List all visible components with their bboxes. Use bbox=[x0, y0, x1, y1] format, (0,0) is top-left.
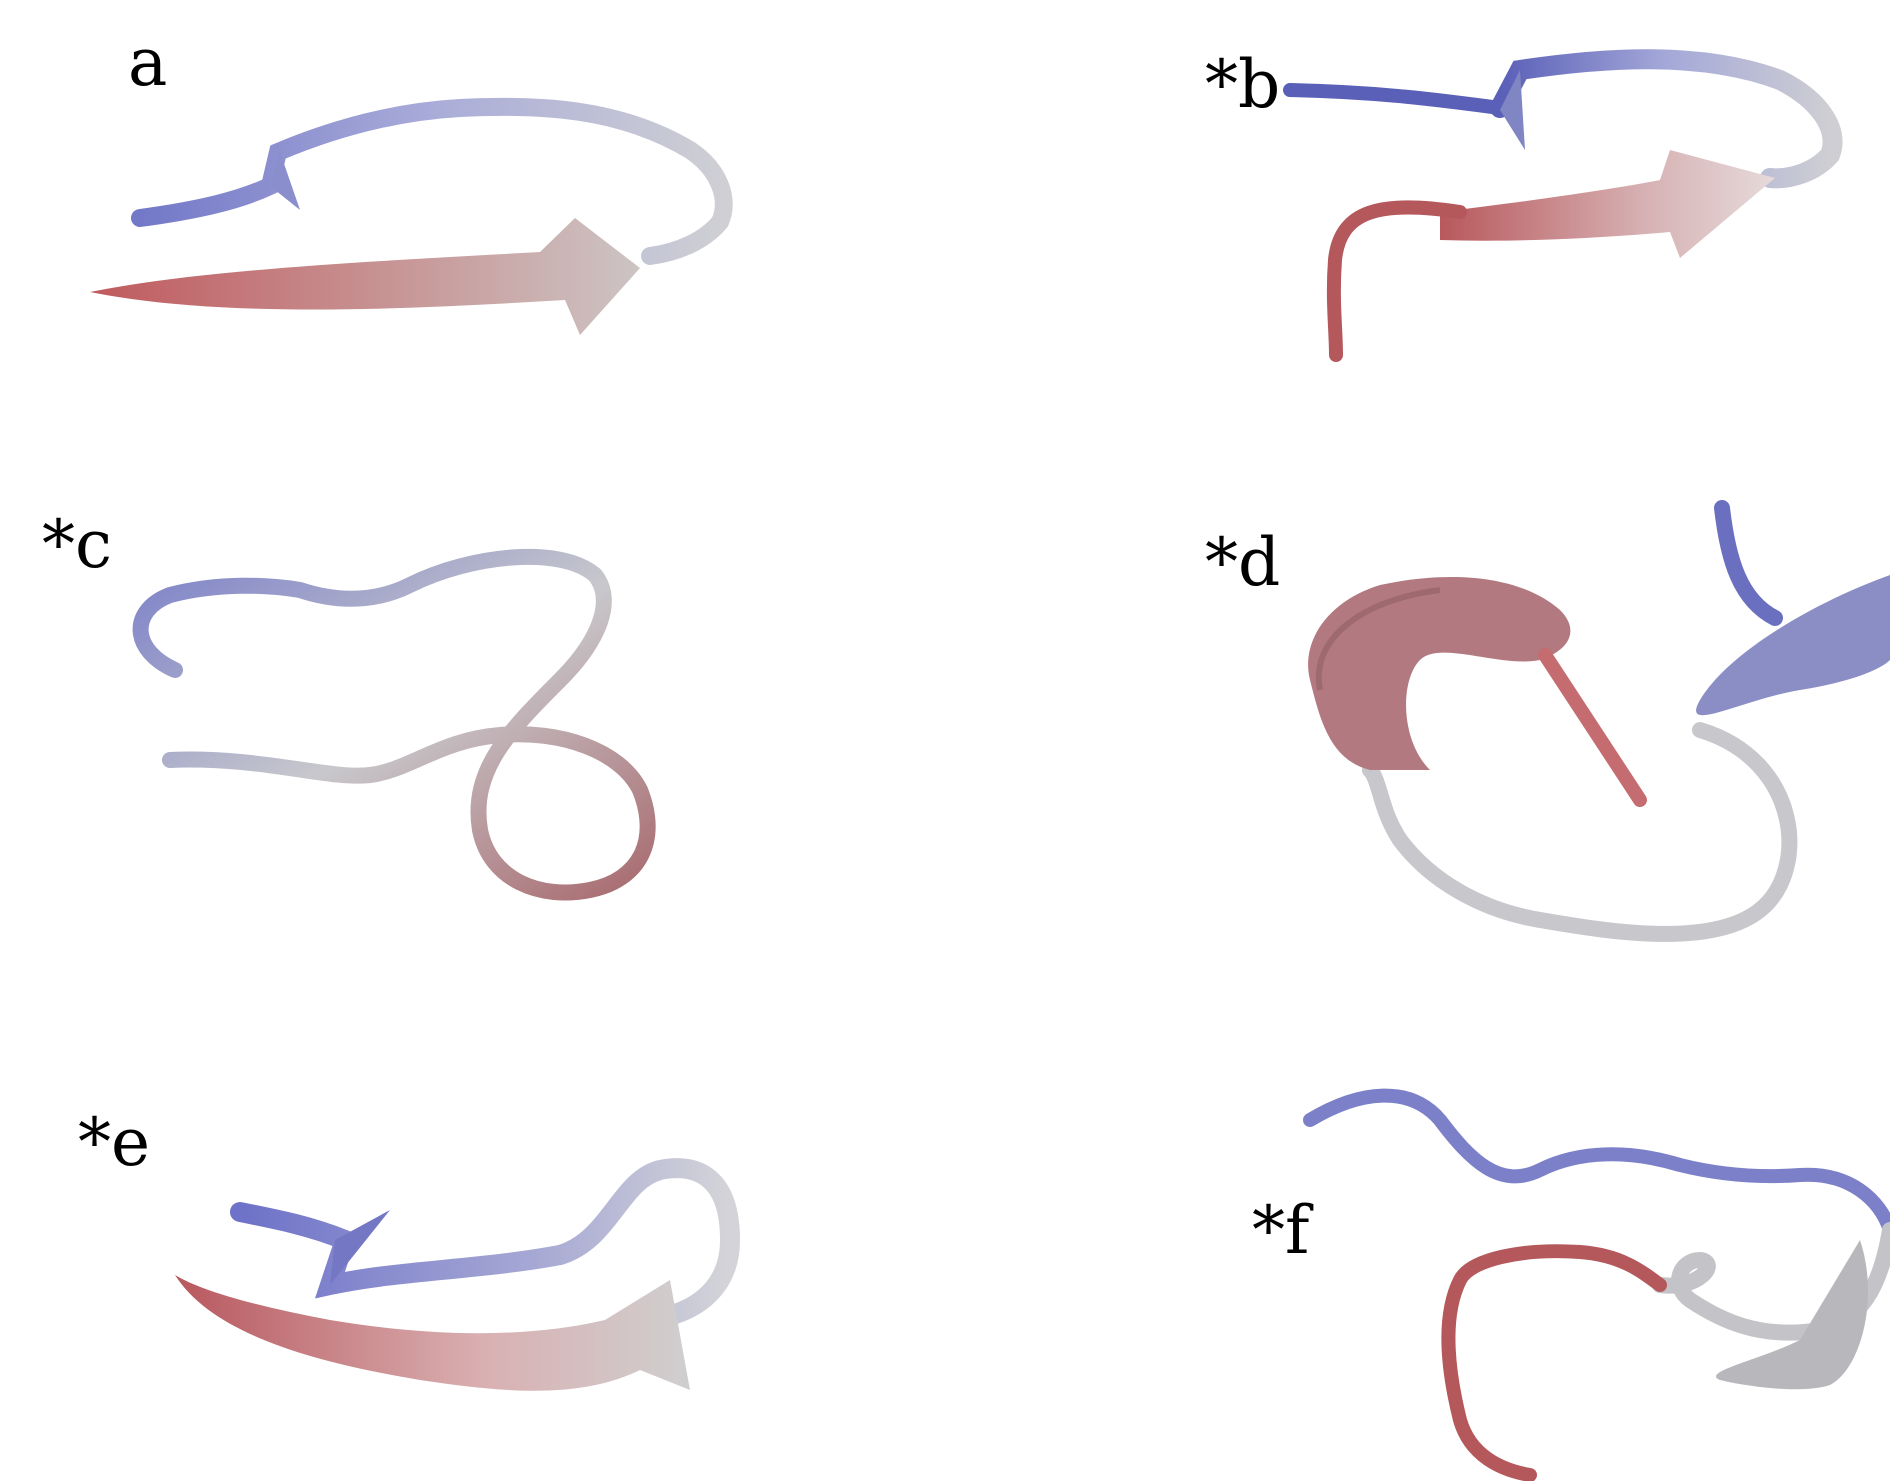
panel-d-ribbon bbox=[1308, 508, 1890, 934]
panel-e-ribbon bbox=[175, 1168, 730, 1391]
panel-label-a: a bbox=[128, 30, 167, 96]
panel-b-ribbon bbox=[1290, 59, 1833, 355]
panel-label-b: *b bbox=[1205, 52, 1280, 118]
panel-label-f: *f bbox=[1252, 1198, 1309, 1264]
panel-c-ribbon bbox=[141, 557, 648, 893]
panel-label-c: *c bbox=[42, 512, 112, 578]
panel-a-ribbon bbox=[90, 107, 724, 335]
panel-f-ribbon bbox=[1310, 1096, 1890, 1475]
panel-label-d: *d bbox=[1205, 530, 1280, 596]
panel-label-e: *e bbox=[78, 1110, 150, 1176]
